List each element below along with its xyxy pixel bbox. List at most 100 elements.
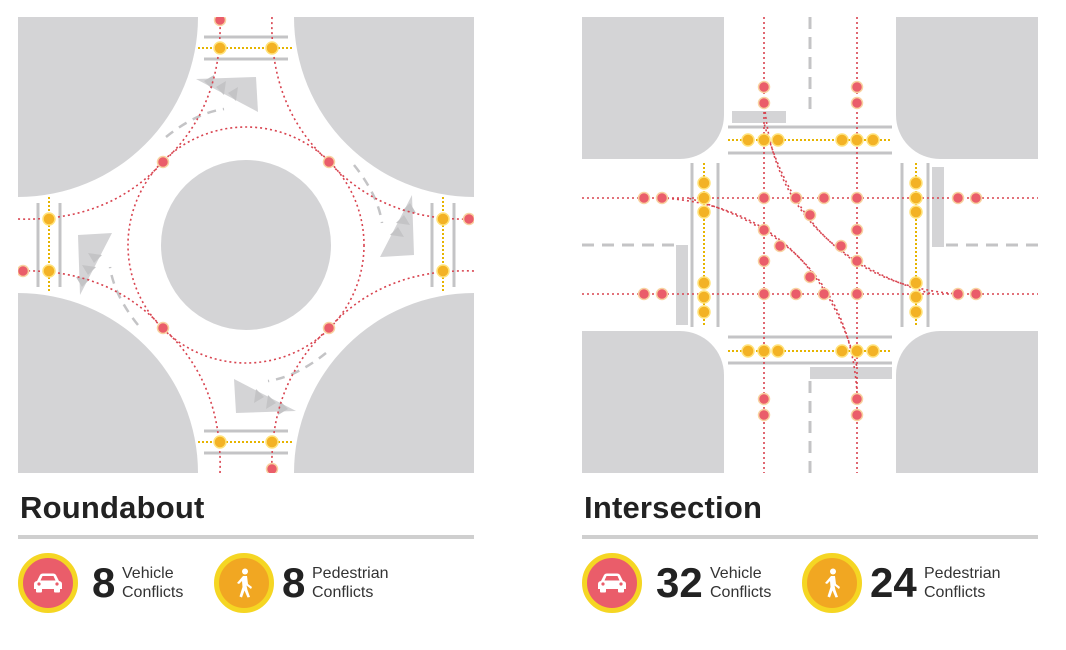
pedestrian-conflict-points xyxy=(697,133,923,358)
ped-conflict-e1 xyxy=(909,176,923,190)
vehicle-path-south xyxy=(162,327,330,473)
block-top-left xyxy=(18,17,198,197)
roundabout-stats: 8 Vehicle Conflicts 8 Pedestrian Conflic… xyxy=(18,553,488,613)
ped-conflict-w4 xyxy=(697,276,711,290)
ped-conflict-w1 xyxy=(697,176,711,190)
conflict-approach-e2 xyxy=(969,191,983,205)
ped-conflict-s1 xyxy=(741,344,755,358)
lane-marking-sw xyxy=(108,266,139,326)
intersection-diagram xyxy=(582,17,1038,473)
conflict-entry-south xyxy=(265,462,279,473)
conflict-approach-n4 xyxy=(850,96,864,110)
car-icon xyxy=(598,573,626,593)
conflict-center-08 xyxy=(817,287,831,301)
vehicle-badge xyxy=(18,553,78,613)
intersection-panel: Intersection 32 Vehicle Conflicts xyxy=(582,0,1052,650)
vehicle-conflicts-stat: 8 Vehicle Conflicts xyxy=(18,553,208,613)
vehicle-conflicts-stat: 32 Vehicle Conflicts xyxy=(582,553,797,613)
conflict-center-10 xyxy=(757,254,771,268)
ped-conflict-n6 xyxy=(866,133,880,147)
conflict-entry-west xyxy=(18,264,30,278)
central-island xyxy=(161,160,331,330)
ped-conflict-e5 xyxy=(909,290,923,304)
pedestrian-paths xyxy=(703,139,917,352)
corner-blocks xyxy=(582,17,1038,473)
block-top-right xyxy=(896,17,1038,159)
lane-markings xyxy=(108,107,384,383)
vehicle-conflict-points xyxy=(637,80,983,422)
conflict-merge-se xyxy=(322,321,336,335)
ped-conflict-s5 xyxy=(850,344,864,358)
ped-conflict-n2 xyxy=(757,133,771,147)
conflict-approach-w1 xyxy=(637,191,651,205)
block-bottom-right xyxy=(896,331,1038,473)
crosswalk-lines xyxy=(36,35,456,455)
car-icon xyxy=(34,573,62,593)
vehicle-conflict-label: Vehicle Conflicts xyxy=(710,565,772,601)
vehicle-paths xyxy=(18,17,474,473)
vehicle-path-east xyxy=(328,161,474,329)
title-divider xyxy=(18,535,474,539)
conflict-approach-e1 xyxy=(951,191,965,205)
center-lines xyxy=(582,17,1038,473)
pedestrian-badge xyxy=(802,553,862,613)
ped-conflict-e2 xyxy=(909,191,923,205)
conflict-merge-nw xyxy=(156,155,170,169)
block-bottom-right xyxy=(294,293,474,473)
conflict-approach-s3 xyxy=(850,392,864,406)
ped-conflict-e1 xyxy=(436,212,450,226)
ped-conflict-w2 xyxy=(42,264,56,278)
roundabout-title: Roundabout xyxy=(20,490,205,525)
walking-person-icon xyxy=(237,568,252,598)
circulating-path xyxy=(127,126,365,364)
ped-conflict-s1 xyxy=(213,435,227,449)
conflict-approach-w4 xyxy=(655,287,669,301)
ped-conflict-n5 xyxy=(850,133,864,147)
median-west xyxy=(676,245,688,325)
ped-conflict-n4 xyxy=(835,133,849,147)
ped-conflict-s4 xyxy=(835,344,849,358)
pedestrian-conflicts-stat: 24 Pedestrian Conflicts xyxy=(802,553,1042,613)
median-south xyxy=(810,367,892,379)
ped-conflict-w2 xyxy=(697,191,711,205)
pedestrian-conflicts-stat: 8 Pedestrian Conflicts xyxy=(214,553,434,613)
ped-conflict-n2 xyxy=(265,41,279,55)
lane-marking-ne xyxy=(353,164,384,224)
ped-conflict-s3 xyxy=(771,344,785,358)
ped-conflict-w6 xyxy=(697,305,711,319)
intersection-svg xyxy=(582,17,1038,473)
roundabout-svg xyxy=(18,17,474,473)
conflict-approach-e3 xyxy=(951,287,965,301)
conflict-approach-n3 xyxy=(850,80,864,94)
conflict-entry-north xyxy=(213,17,227,27)
conflict-center-11 xyxy=(850,223,864,237)
vehicle-conflict-points xyxy=(18,17,474,473)
vehicle-path-west xyxy=(18,161,164,329)
block-top-right xyxy=(294,17,474,197)
crosswalk-lines xyxy=(690,125,930,365)
conflict-approach-w2 xyxy=(655,191,669,205)
vehicle-conflict-count: 8 xyxy=(92,559,116,606)
conflict-center-15 xyxy=(773,239,787,253)
conflict-approach-s2 xyxy=(757,408,771,422)
lane-marking-nw xyxy=(165,107,225,138)
title-divider xyxy=(582,535,1038,539)
roundabout-diagram xyxy=(18,17,474,473)
ped-conflict-e6 xyxy=(909,305,923,319)
block-bottom-left xyxy=(582,331,724,473)
vehicle-badge xyxy=(582,553,642,613)
conflict-center-04 xyxy=(850,287,864,301)
intersection-title: Intersection xyxy=(584,490,763,525)
lane-marking-se xyxy=(267,352,327,383)
ped-conflict-s6 xyxy=(866,344,880,358)
ped-conflict-s2 xyxy=(265,435,279,449)
intersection-stats: 32 Vehicle Conflicts 24 Pedestrian Confl… xyxy=(582,553,1052,613)
conflict-merge-ne xyxy=(322,155,336,169)
ped-conflict-n1 xyxy=(213,41,227,55)
walking-person-icon xyxy=(825,568,840,598)
ped-conflict-e4 xyxy=(909,276,923,290)
conflict-approach-s1 xyxy=(757,392,771,406)
conflict-center-09 xyxy=(757,223,771,237)
ped-conflict-w3 xyxy=(697,205,711,219)
conflict-entry-east xyxy=(462,212,474,226)
